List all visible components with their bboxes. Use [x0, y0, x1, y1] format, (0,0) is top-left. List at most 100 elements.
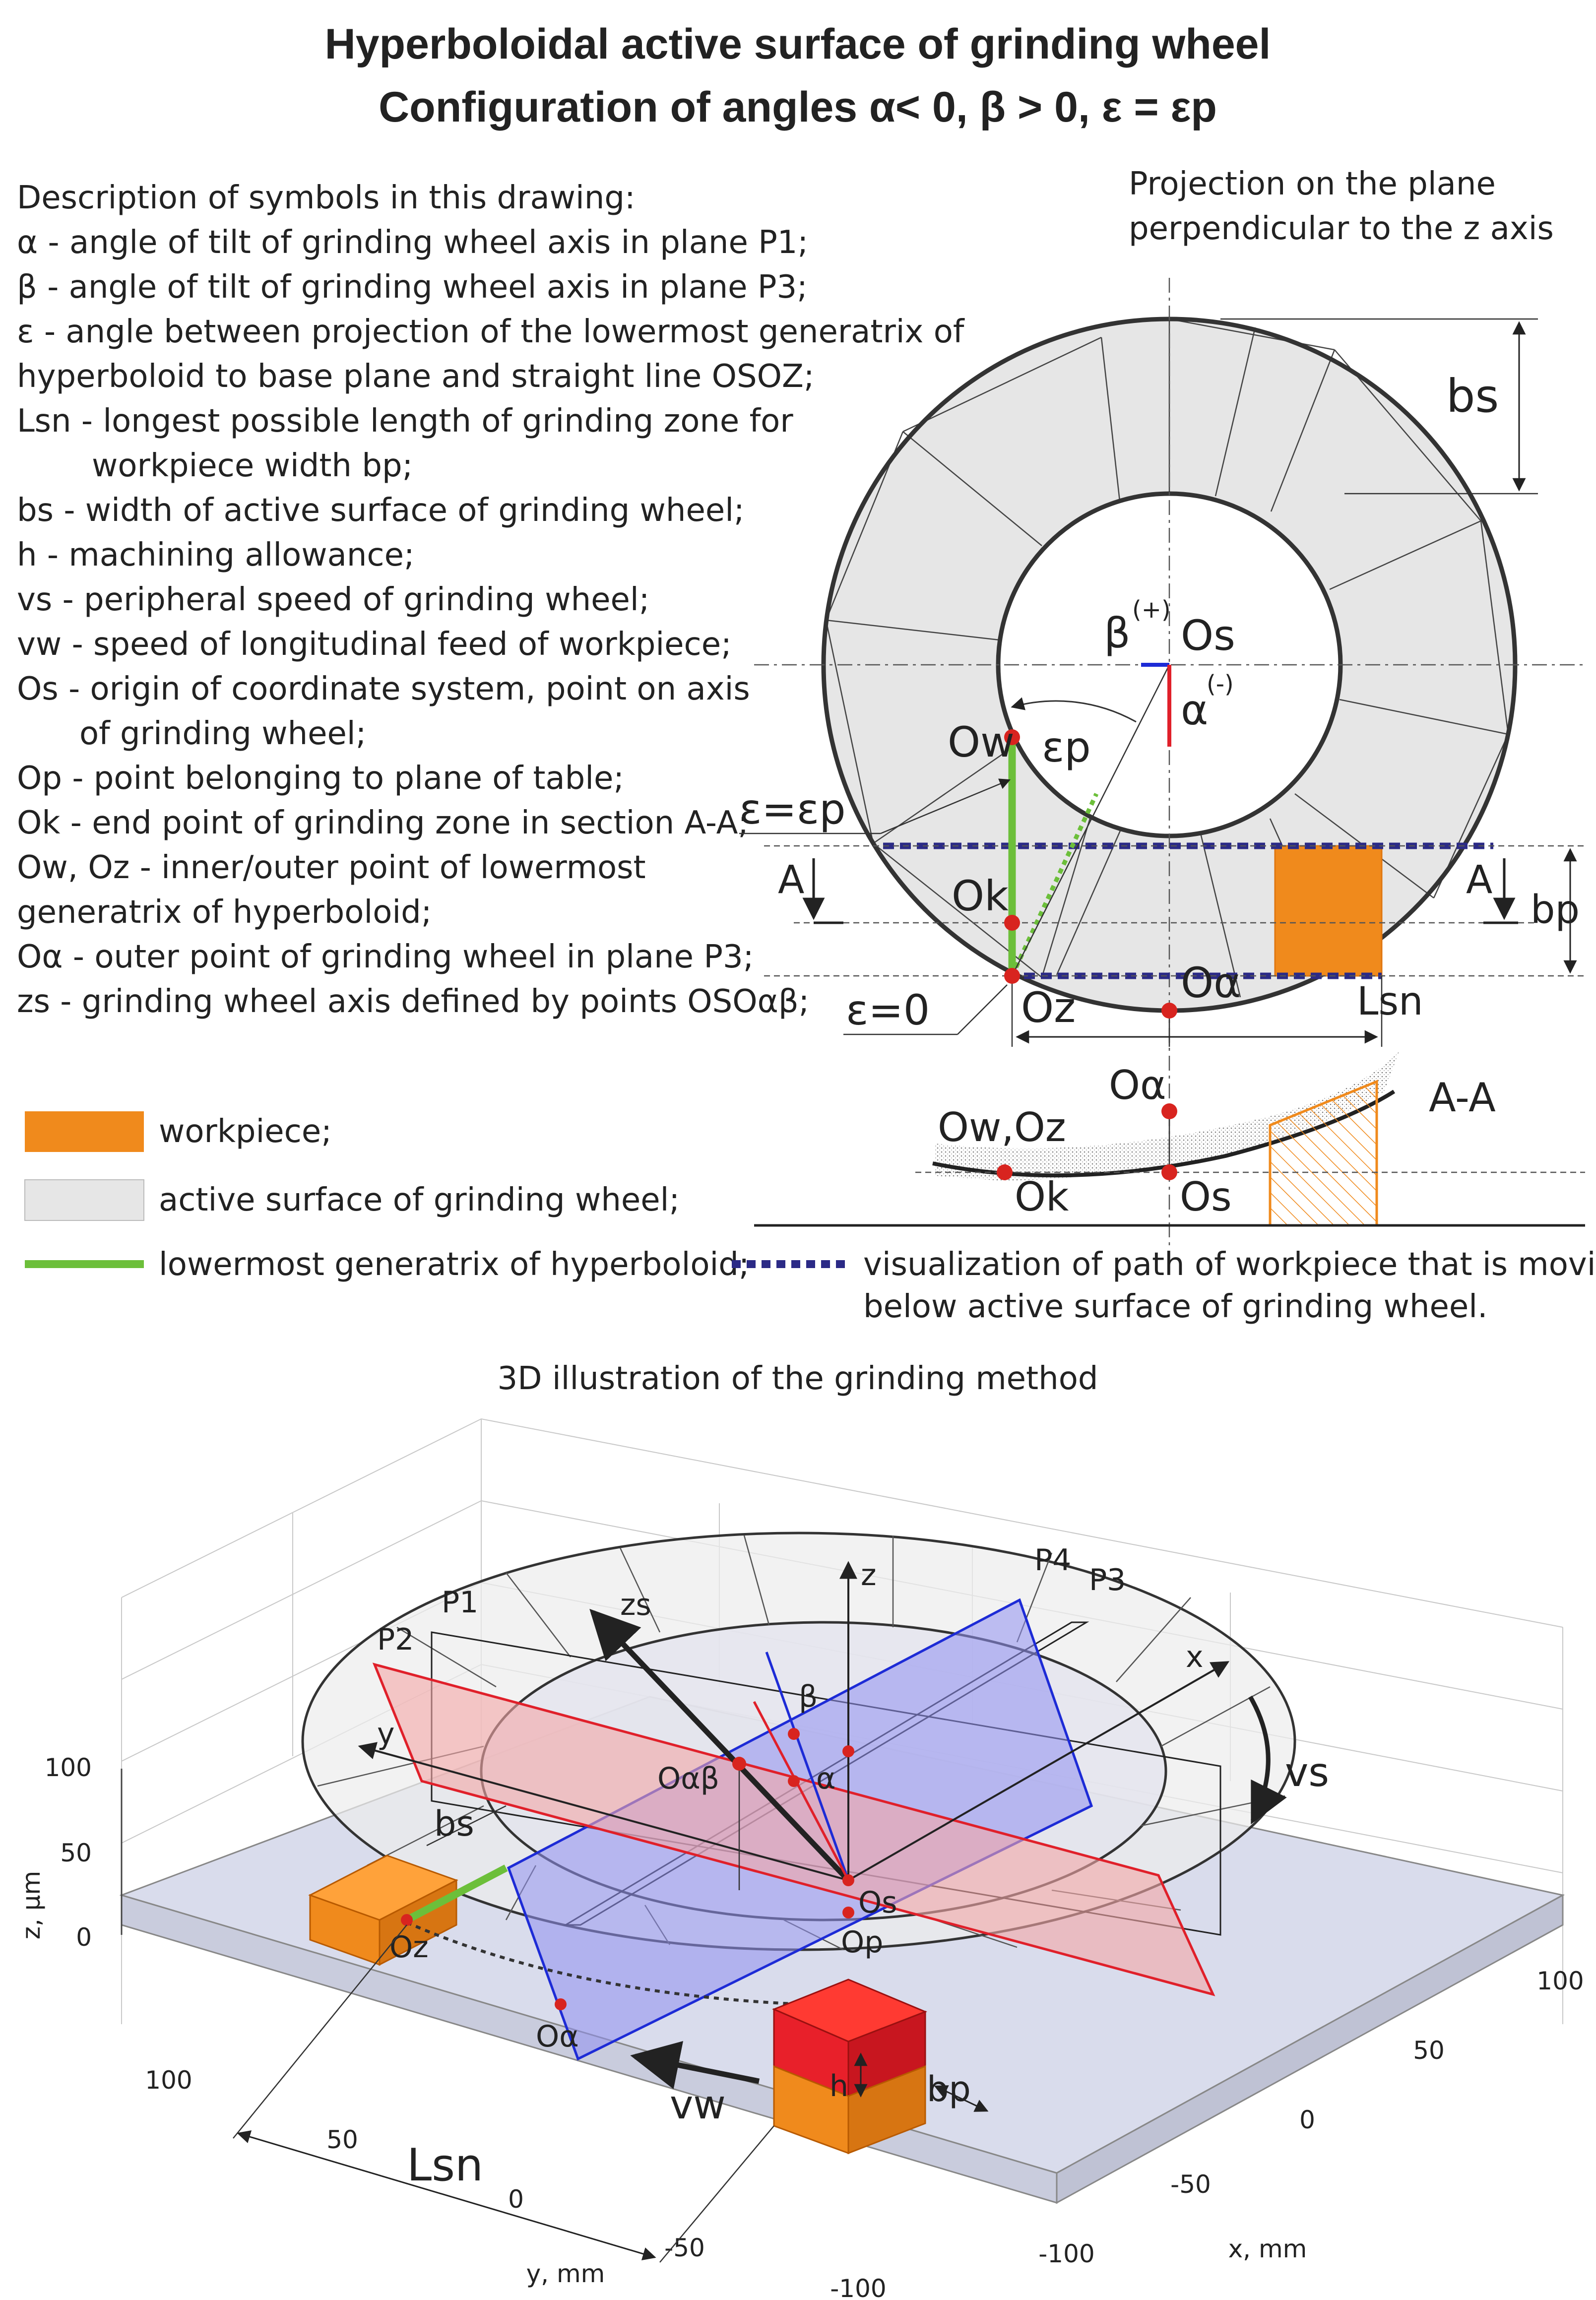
title-line2: Configuration of angles α< 0, β > 0, ε =…: [379, 83, 1217, 131]
zs-label-3d: zs: [620, 1588, 651, 1622]
z-label-3d: z: [861, 1558, 877, 1593]
bp-label: bp: [1531, 888, 1580, 932]
plane-p2: [372, 1662, 1215, 1996]
y-tick: -100: [830, 2274, 886, 2300]
description-heading: Description of symbols in this drawing:: [17, 180, 636, 216]
op-label-3d: Op: [841, 1925, 883, 1960]
x-axis-label: x, mm: [1228, 2235, 1307, 2263]
description-line: ε - angle between projection of the lowe…: [17, 314, 965, 350]
description-line: Os - origin of coordinate system, point …: [17, 671, 750, 707]
point-beta-3d: [788, 1728, 800, 1740]
bp-label-3d: bp: [927, 2069, 971, 2109]
bs-label-3d: bs: [434, 1803, 474, 1844]
point-alpha-3d: [788, 1775, 800, 1787]
description-line: zs - grinding wheel axis defined by poin…: [17, 983, 809, 1020]
description-line: generatrix of hyperboloid;: [17, 894, 432, 931]
z-tick: 0: [76, 1923, 92, 1952]
x-label-3d: x: [1186, 1640, 1204, 1674]
legend: workpiece; active surface of grinding wh…: [24, 1111, 1596, 1325]
os-label-3d: Os: [858, 1885, 897, 1920]
x-tick: 100: [1536, 1967, 1584, 1995]
legend-active-surface-swatch: [24, 1179, 144, 1221]
p2-label: P2: [377, 1622, 414, 1657]
oz-label: Oz: [1021, 983, 1076, 1032]
illustration-3d: 3D illustration of the grinding method 1…: [17, 1360, 1584, 2300]
description-line: workpiece width bp;: [92, 447, 413, 484]
alpha-label: α: [1181, 686, 1208, 734]
epsilon-p-arc: [1011, 697, 1137, 723]
p1-label: P1: [442, 1585, 478, 1620]
point-oz-3d: [401, 1914, 413, 1926]
section-workpiece: [1269, 1080, 1378, 1227]
description-line: β - angle of tilt of grinding wheel axis…: [17, 269, 808, 306]
illustration-caption: 3D illustration of the grinding method: [498, 1360, 1098, 1397]
x-tick: 50: [1413, 2036, 1445, 2065]
point-oalpha: [1161, 1003, 1177, 1019]
z-tick: 50: [60, 1839, 92, 1867]
legend-workpiece-label: workpiece;: [159, 1113, 332, 1150]
description-line: hyperboloid to base plane and straight l…: [17, 358, 814, 395]
p3-label: P3: [1089, 1563, 1126, 1597]
title-line1: Hyperboloidal active surface of grinding…: [325, 20, 1271, 68]
workpiece-projection: [1274, 845, 1383, 977]
point-center-3d: [842, 1745, 854, 1757]
description-line: vw - speed of longitudinal feed of workp…: [17, 626, 732, 663]
lsn-label-3d: Lsn: [407, 2139, 483, 2191]
os-label: Os: [1181, 611, 1235, 660]
symbol-description: Description of symbols in this drawing: …: [17, 180, 965, 1020]
legend-generatrix-label: lowermost generatrix of hyperboloid;: [159, 1246, 749, 1283]
oalpha-label: Oα: [1181, 958, 1241, 1007]
y-tick: 100: [145, 2066, 192, 2095]
description-line: h - machining allowance;: [17, 537, 415, 574]
bs-label: bs: [1446, 370, 1499, 423]
x-axis-3d: [848, 1661, 1230, 1881]
description-line: Oα - outer point of grinding wheel in pl…: [17, 939, 754, 975]
x-tick: -50: [1170, 2170, 1211, 2199]
z-axis-label: z, μm: [17, 1871, 46, 1940]
workpiece-path-3d: [406, 1921, 804, 2006]
section-a-right-label: A: [1466, 858, 1492, 902]
alpha-line-3d: [753, 1701, 850, 1881]
description-line: α - angle of tilt of grinding wheel axis…: [17, 224, 808, 261]
beta-label-3d: β: [799, 1679, 818, 1714]
oab-label: Oαβ: [657, 1761, 719, 1796]
legend-path-label-2: below active surface of grinding wheel.: [863, 1288, 1487, 1325]
z-tick: 100: [45, 1753, 92, 1782]
section-ok-label: Ok: [1015, 1174, 1069, 1220]
beta-sign-label: (+): [1132, 596, 1171, 624]
section-oalpha-label: Oα: [1109, 1062, 1166, 1108]
active-surface-annulus: [824, 319, 1515, 1011]
point-op-3d: [842, 1907, 854, 1918]
epsilon-p-label: εp: [1042, 723, 1091, 771]
description-line: bs - width of active surface of grinding…: [17, 492, 745, 529]
point-oab-3d: [732, 1757, 746, 1771]
table-side-right: [1056, 1894, 1564, 2204]
y-axis-3d: [358, 1742, 849, 1881]
description-line: Ow, Oz - inner/outer point of lowermost: [17, 849, 646, 886]
vs-rotation-arrow: [1248, 1695, 1287, 1825]
vs-label-3d: vs: [1285, 1749, 1329, 1795]
description-line: vs - peripheral speed of grinding wheel;: [17, 581, 649, 618]
y-label-3d: y: [377, 1717, 395, 1751]
vw-label-3d: vw: [670, 2082, 726, 2128]
oz-label-3d: Oz: [389, 1930, 429, 1965]
section-owoz-label: Ow,Oz: [938, 1104, 1066, 1150]
p4-label: P4: [1034, 1543, 1071, 1578]
h-label-3d: h: [830, 2069, 848, 2104]
zs-axis-3d: [589, 1608, 850, 1882]
description-line: of grinding wheel;: [79, 715, 366, 752]
description-line: Ok - end point of grinding zone in secti…: [17, 805, 749, 841]
y-axis-label: y, mm: [526, 2259, 605, 2288]
y-tick: -50: [664, 2234, 705, 2262]
section-marker-left: A: [778, 858, 843, 924]
x-tick: -100: [1038, 2239, 1094, 2268]
ow-label: Ow: [948, 718, 1015, 767]
section-aa-view: A-A Ow,Oz Oα Ok Os: [754, 1052, 1585, 1227]
generatrix-3d: [405, 1864, 508, 1923]
vw-arrow: [630, 2041, 760, 2090]
section-surface-band: [935, 1052, 1399, 1181]
point-ok: [1004, 915, 1020, 931]
point-ow: [1004, 729, 1020, 745]
lsn-label: Lsn: [1357, 979, 1423, 1024]
